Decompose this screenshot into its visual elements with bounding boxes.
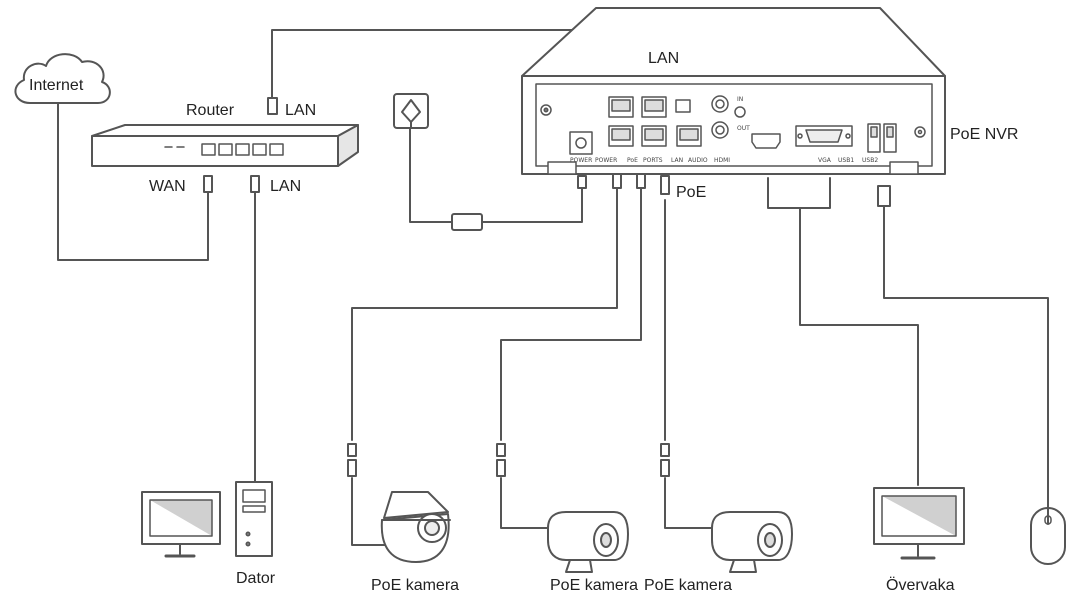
cable-dome-tail — [351, 477, 386, 546]
nvr-label-poe-power: POWER — [595, 157, 617, 164]
nvr-label-poe: PoE — [627, 157, 638, 164]
bullet-camera-2-icon — [711, 511, 793, 573]
cable-power-2 — [481, 185, 583, 223]
mouse-icon — [1030, 507, 1066, 565]
label-monitor: Övervaka — [886, 577, 955, 594]
nvr-label-in: IN — [737, 96, 743, 103]
nvr-label-hdmi: HDMI — [714, 157, 730, 164]
label-router-wan: WAN — [149, 178, 186, 195]
label-camera-dome: PoE kamera — [371, 577, 460, 594]
label-router-lan-top: LAN — [285, 102, 317, 119]
computer-monitor-icon — [141, 491, 221, 558]
nvr-label-vga: VGA — [818, 157, 832, 164]
label-computer: Dator — [236, 570, 276, 587]
cable-power — [409, 117, 453, 223]
cable-poe-dome — [351, 187, 618, 441]
cable-usb-mouse — [883, 205, 1049, 509]
internet-cloud-icon — [14, 53, 111, 104]
cable-display-monitor — [799, 207, 919, 486]
label-poe: PoE — [676, 184, 707, 201]
label-internet: Internet — [29, 77, 84, 94]
label-nvr-lan: LAN — [648, 50, 680, 67]
label-nvr: PoE NVR — [950, 126, 1019, 143]
nvr-label-out: OUT — [737, 125, 750, 132]
display-monitor-icon — [873, 487, 965, 560]
cable-display-bracket — [767, 177, 831, 209]
cable-bullet-2-tail — [664, 477, 716, 529]
nvr-label-usb2: USB2 — [862, 157, 878, 164]
nvr-device — [521, 7, 946, 175]
label-camera-bullet-2: PoE kamera — [644, 577, 733, 594]
cable-bullet-1-tail — [500, 477, 553, 529]
label-router: Router — [186, 102, 235, 119]
label-router-lan-bottom: LAN — [270, 178, 302, 195]
nvr-label-ports: PORTS — [643, 157, 663, 164]
label-camera-bullet-1: PoE kamera — [550, 577, 639, 594]
cable-poe-bullet-1 — [500, 187, 642, 441]
computer-tower-icon — [235, 481, 273, 557]
power-outlet-icon — [393, 93, 429, 129]
nvr-label-usb1: USB1 — [838, 157, 854, 164]
nvr-label-audio: AUDIO — [688, 157, 708, 164]
cable-internet-wan — [57, 102, 209, 261]
router-device — [91, 124, 359, 167]
dome-camera-icon — [380, 491, 451, 563]
nvr-label-lan: LAN — [671, 157, 683, 164]
power-adapter-icon — [439, 213, 483, 231]
bullet-camera-1-icon — [547, 511, 629, 573]
nvr-label-power: POWER — [570, 157, 592, 164]
